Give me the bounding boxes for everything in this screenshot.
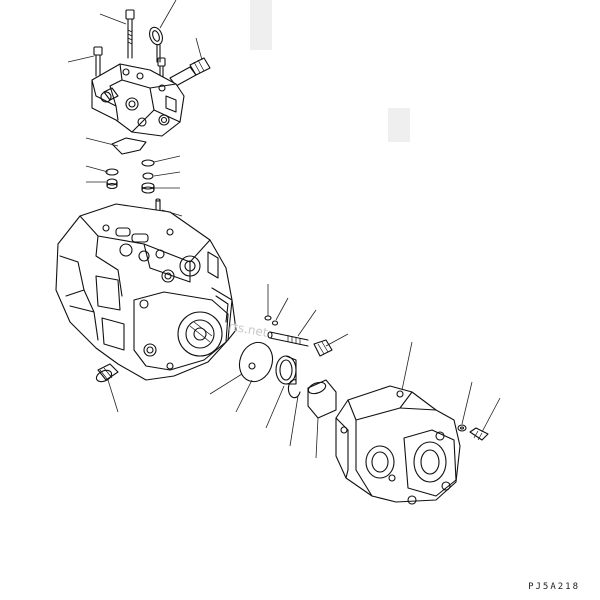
gear-pump-bolt — [469, 427, 489, 441]
spline-nut — [313, 339, 333, 357]
leader-lines — [67, 0, 501, 459]
o-ring-right — [141, 159, 155, 194]
gear-pump-washer — [457, 424, 467, 432]
coupling-sleeve — [307, 379, 337, 419]
main-pump-body — [55, 203, 237, 381]
bearing-ring — [275, 355, 297, 385]
drawing-code: PJ5A218 — [528, 582, 580, 592]
small-pin — [264, 315, 279, 326]
head-bolt-left — [93, 46, 103, 77]
drive-shaft — [267, 331, 309, 347]
head-bolt-center — [125, 9, 135, 59]
scan-ghost-mark — [250, 0, 272, 50]
gear-pump-assembly — [335, 385, 461, 505]
valve-head-assembly — [91, 9, 211, 137]
side-valve-plug — [169, 57, 211, 87]
o-ring-left — [105, 168, 119, 190]
head-gasket — [111, 137, 147, 155]
snap-ring — [287, 379, 301, 399]
scan-ghost-mark — [388, 108, 410, 142]
seal-disc — [238, 341, 274, 383]
watermark-text: rts.net — [227, 319, 269, 340]
eye-bolt — [149, 26, 163, 63]
drain-plug — [95, 363, 119, 383]
